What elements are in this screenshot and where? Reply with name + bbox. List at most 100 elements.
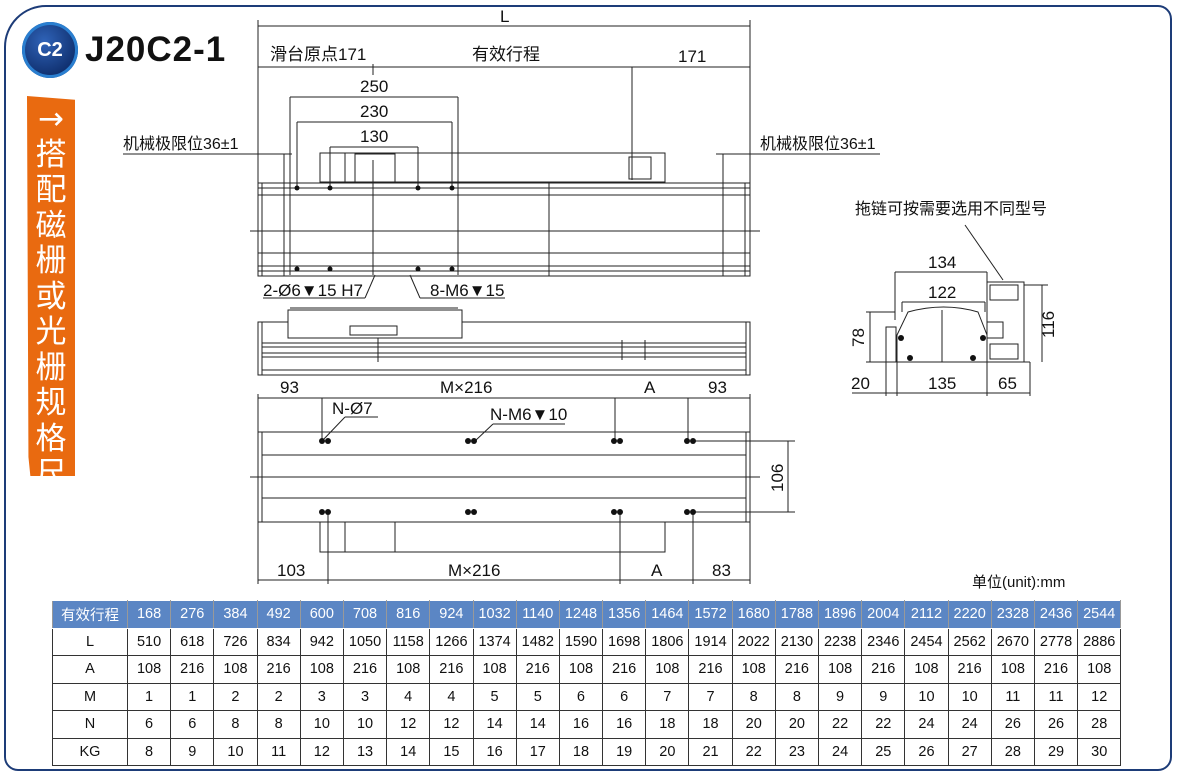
mech-limit-left: 机械极限位36±1 xyxy=(123,135,239,153)
row-label: M xyxy=(52,682,128,711)
header-cell: 1248 xyxy=(558,600,604,629)
banner-char: 光 xyxy=(35,314,67,350)
dim-106: 106 xyxy=(768,464,787,492)
table-cell: 24 xyxy=(817,737,863,766)
banner-char: 格 xyxy=(35,420,67,457)
table-cell: 1 xyxy=(170,682,215,711)
dim-116: 116 xyxy=(1039,311,1058,338)
table-cell: 834 xyxy=(256,627,301,656)
table-cell: 108 xyxy=(990,655,1035,684)
mech-limit-right: 机械极限位36±1 xyxy=(760,135,876,153)
dim-83: 83 xyxy=(712,561,731,580)
row-label: 有效行程 xyxy=(52,600,128,629)
drag-chain-note: 拖链可按需要选用不同型号 xyxy=(855,200,1047,218)
header-cell: 1572 xyxy=(688,600,733,629)
table-cell: 8 xyxy=(774,682,820,711)
table-cell: 5 xyxy=(515,682,560,711)
table-cell: 942 xyxy=(299,627,344,656)
table-cell: 510 xyxy=(126,627,172,656)
table-cell: 108 xyxy=(645,655,690,684)
model-title: J20C2-1 xyxy=(85,30,227,69)
table-cell: 6 xyxy=(126,710,172,739)
slide-origin-label: 滑台原点171 xyxy=(270,45,366,64)
table-cell: 28 xyxy=(990,737,1035,766)
table-cell: 12 xyxy=(1077,682,1122,711)
header-cell: 2220 xyxy=(947,600,992,629)
table-cell: 21 xyxy=(688,737,733,766)
row-label: N xyxy=(52,710,128,739)
row-label: A xyxy=(52,655,128,684)
series-badge: C2 xyxy=(22,22,78,78)
table-cell: 108 xyxy=(213,655,258,684)
table-cell: 1482 xyxy=(515,627,560,656)
table-cell: 18 xyxy=(688,710,733,739)
table-cell: 108 xyxy=(126,655,172,684)
table-cell: 30 xyxy=(1077,737,1122,766)
table-cell: 10 xyxy=(947,682,992,711)
table-cell: 6 xyxy=(170,710,215,739)
table-cell: 7 xyxy=(645,682,690,711)
header-cell: 276 xyxy=(170,600,215,629)
row-label: KG xyxy=(52,737,128,766)
header-cell: 2328 xyxy=(990,600,1035,629)
table-cell: 8 xyxy=(731,682,776,711)
table-cell: 216 xyxy=(515,655,560,684)
dim-134: 134 xyxy=(928,253,956,272)
table-cell: 108 xyxy=(299,655,344,684)
table-cell: 1914 xyxy=(688,627,733,656)
table-cell: 28 xyxy=(1077,710,1122,739)
table-cell: 25 xyxy=(861,737,906,766)
table-cell: 1158 xyxy=(386,627,431,656)
table-cell: 15 xyxy=(429,737,474,766)
screw-hole-callout: 8-M6▼15 xyxy=(430,281,504,300)
front-view xyxy=(257,309,751,376)
table-cell: 12 xyxy=(386,710,431,739)
dim-122: 122 xyxy=(928,283,956,302)
table-cell: 10 xyxy=(213,737,258,766)
header-cell: 1356 xyxy=(602,600,647,629)
table-cell: 10 xyxy=(904,682,949,711)
table-cell: 108 xyxy=(904,655,949,684)
table-cell: 27 xyxy=(947,737,992,766)
table-cell: 216 xyxy=(170,655,215,684)
table-cell: 9 xyxy=(170,737,215,766)
row-label: L xyxy=(52,627,128,656)
table-cell: 11 xyxy=(1033,682,1079,711)
table-cell: 22 xyxy=(817,710,863,739)
table-cell: 8 xyxy=(126,737,172,766)
table-cell: 4 xyxy=(386,682,431,711)
banner-char: 配 xyxy=(35,172,67,208)
table-cell: 1266 xyxy=(429,627,474,656)
table-cell: 11 xyxy=(256,737,301,766)
header-cell: 2112 xyxy=(904,600,949,629)
side-view-holes xyxy=(898,335,986,361)
header-cell: 816 xyxy=(386,600,431,629)
table-cell: 26 xyxy=(1033,710,1079,739)
table-cell: 20 xyxy=(645,737,690,766)
table-cell: 216 xyxy=(774,655,820,684)
table-cell: 10 xyxy=(299,710,344,739)
dim-171: 171 xyxy=(678,47,706,66)
banner-char: 或 xyxy=(35,278,67,315)
table-cell: 16 xyxy=(602,710,647,739)
table-cell: 1050 xyxy=(342,627,388,656)
table-cell: 108 xyxy=(472,655,517,684)
table-cell: 108 xyxy=(1077,655,1122,684)
table-cell: 16 xyxy=(472,737,517,766)
table-cell: 2130 xyxy=(774,627,820,656)
table-cell: 2886 xyxy=(1077,627,1122,656)
table-cell: 11 xyxy=(990,682,1035,711)
dim-103: 103 xyxy=(277,561,305,580)
header-cell: 924 xyxy=(429,600,474,629)
table-cell: 216 xyxy=(688,655,733,684)
header-cell: 708 xyxy=(342,600,388,629)
table-cell: 3 xyxy=(342,682,388,711)
table-cell: 1698 xyxy=(602,627,647,656)
table-cell: 2454 xyxy=(904,627,949,656)
table-cell: 6 xyxy=(602,682,647,711)
